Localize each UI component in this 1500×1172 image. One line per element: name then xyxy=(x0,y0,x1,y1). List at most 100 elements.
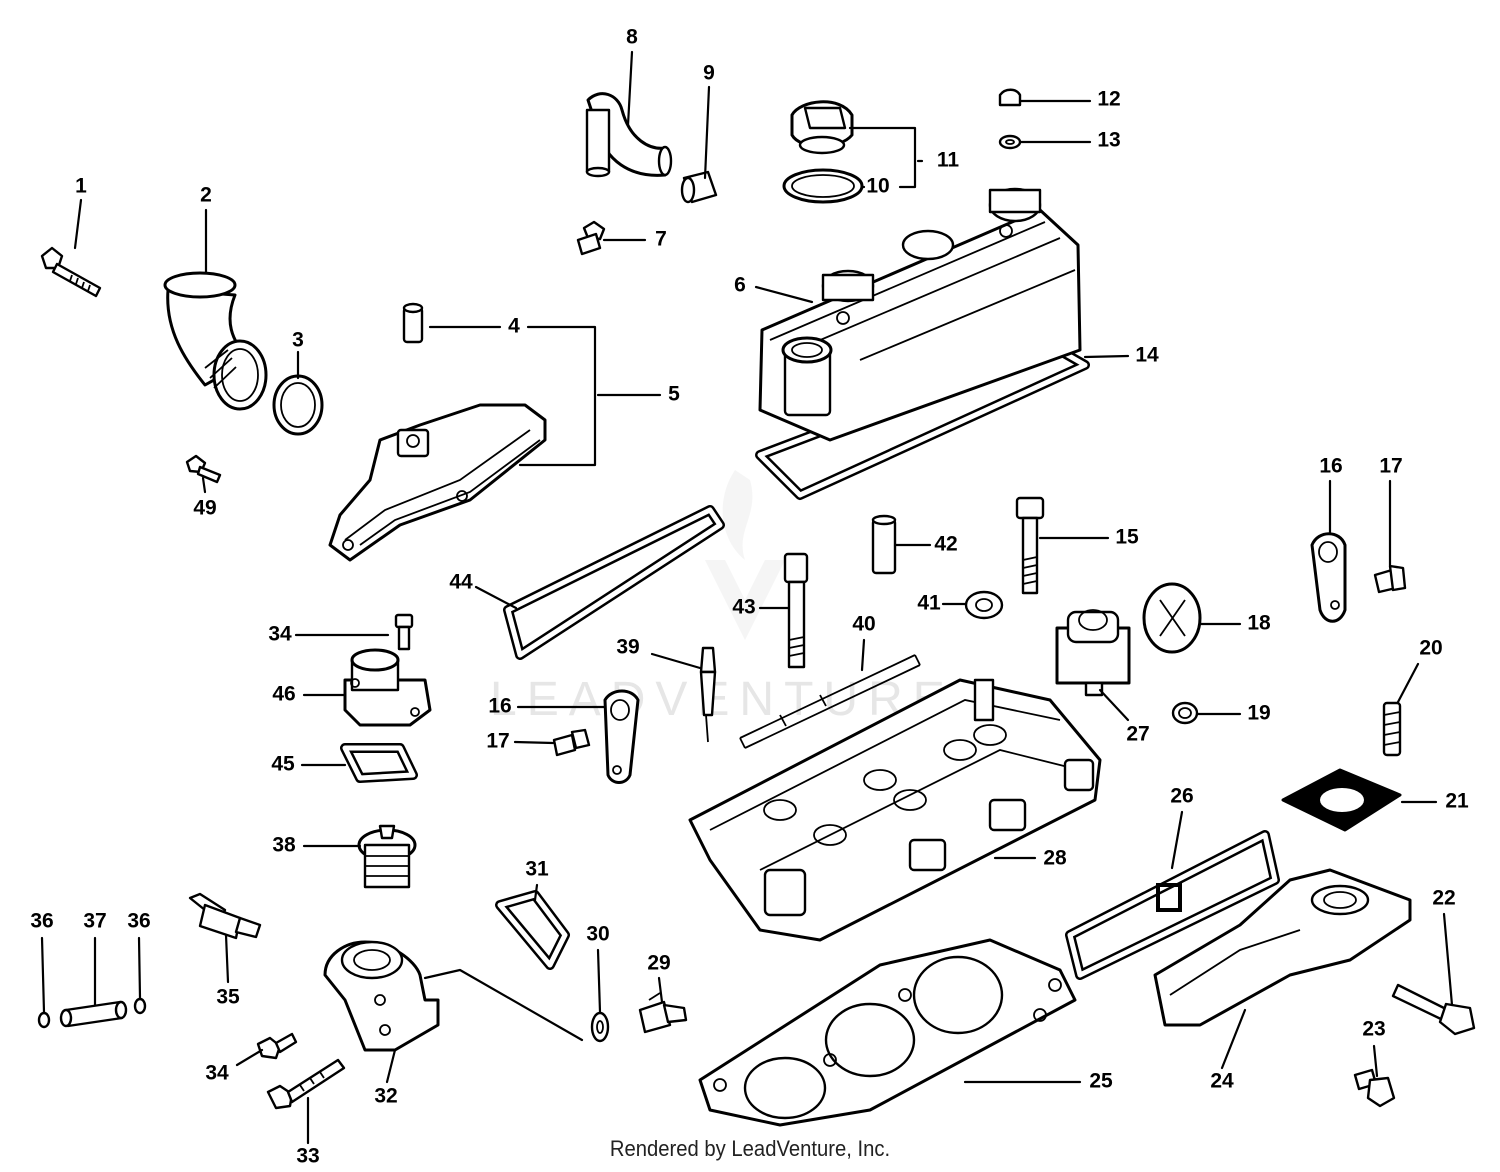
oil-pressure-switch-part xyxy=(188,892,262,940)
callout-11: 11 xyxy=(937,149,960,172)
solenoid-part xyxy=(1055,609,1131,697)
pipe-part xyxy=(59,1000,128,1028)
head-bolt-part xyxy=(1015,496,1045,595)
callout-7: 7 xyxy=(655,228,667,251)
callout-40: 40 xyxy=(852,613,875,636)
callout-45: 45 xyxy=(271,753,295,776)
glow-plug-part xyxy=(699,646,717,743)
watermark-text: LEADVENTURE xyxy=(490,673,955,726)
water-manifold-part xyxy=(328,403,547,562)
callout-42: 42 xyxy=(934,533,957,556)
callout-3: 3 xyxy=(292,329,304,352)
bolt-part xyxy=(576,220,606,256)
lift-plate-part xyxy=(603,689,640,784)
small-bolt-part xyxy=(185,454,222,484)
bolt-part xyxy=(266,1058,346,1110)
callout-16-right: 16 xyxy=(1319,455,1342,478)
bolt-part xyxy=(1353,1068,1396,1108)
callout-43: 43 xyxy=(732,596,755,619)
lift-plate-part xyxy=(1310,532,1347,623)
callout-28: 28 xyxy=(1043,847,1067,870)
water-outlet-gasket-part xyxy=(495,890,570,970)
callout-14: 14 xyxy=(1135,344,1159,367)
temperature-sensor-part xyxy=(638,992,688,1034)
callout-10: 10 xyxy=(866,175,889,198)
callout-31: 31 xyxy=(525,858,549,881)
bolt-part xyxy=(40,246,102,298)
callout-9: 9 xyxy=(703,62,715,85)
footer-credit: Rendered by LeadVenture, Inc. xyxy=(609,1136,891,1161)
callout-22: 22 xyxy=(1432,887,1455,910)
oil-cap-part xyxy=(790,100,854,155)
callout-32: 32 xyxy=(374,1085,397,1108)
callout-46: 46 xyxy=(272,683,295,706)
callout-34-bottom: 34 xyxy=(205,1062,229,1085)
callout-27: 27 xyxy=(1126,723,1149,746)
dowel-part xyxy=(402,302,424,344)
bolt-part xyxy=(552,728,591,757)
callout-39: 39 xyxy=(616,636,639,659)
bolt-part xyxy=(1391,983,1476,1036)
callout-18: 18 xyxy=(1247,612,1271,635)
thermostat-gasket-part xyxy=(340,743,418,783)
stud-bolt-part xyxy=(783,552,809,669)
o-ring-part xyxy=(272,374,324,436)
thermostat-part xyxy=(357,824,417,889)
callout-33: 33 xyxy=(296,1145,319,1168)
valve-cover-part xyxy=(758,187,1082,442)
callout-36-left: 36 xyxy=(30,910,53,933)
plug-part xyxy=(1171,701,1199,725)
fitting-part xyxy=(680,170,718,204)
callout-41: 41 xyxy=(917,592,941,615)
callout-24: 24 xyxy=(1210,1070,1234,1093)
callout-20: 20 xyxy=(1419,637,1442,660)
callout-44: 44 xyxy=(449,571,473,594)
exhaust-manifold-part xyxy=(1153,868,1412,1027)
o-ring-part xyxy=(37,1011,51,1029)
callout-23: 23 xyxy=(1362,1018,1385,1041)
callout-37: 37 xyxy=(83,910,106,933)
manifold-gasket-part xyxy=(503,505,725,660)
callout-13: 13 xyxy=(1097,129,1120,152)
callout-17-left: 17 xyxy=(486,730,509,753)
sealing-washer-part xyxy=(590,1011,610,1043)
water-outlet-part xyxy=(323,940,440,1052)
callout-21: 21 xyxy=(1445,790,1469,813)
callout-8: 8 xyxy=(626,26,638,49)
callout-5: 5 xyxy=(668,383,680,406)
watermark-logo xyxy=(705,470,785,640)
leader-lines xyxy=(40,50,1454,1145)
washer-part xyxy=(998,134,1022,150)
cylinder-head-part xyxy=(688,678,1102,942)
o-ring-part xyxy=(133,997,147,1015)
flange-gasket-part xyxy=(1281,768,1402,832)
callout-35: 35 xyxy=(216,986,240,1009)
cap-nut-part xyxy=(998,88,1022,107)
breather-hose-part xyxy=(585,92,673,178)
retainer-strip-part xyxy=(739,654,921,749)
callout-29: 29 xyxy=(647,952,670,975)
bolt-part xyxy=(394,613,414,651)
stud-part xyxy=(1382,701,1402,757)
bolt-part xyxy=(1373,564,1407,594)
callout-1: 1 xyxy=(75,175,87,198)
callout-26: 26 xyxy=(1170,785,1193,808)
thermostat-housing-part xyxy=(343,648,432,727)
callout-16-left: 16 xyxy=(488,695,511,718)
expansion-plug-part xyxy=(1142,582,1202,654)
callout-2: 2 xyxy=(200,184,212,207)
callout-4: 4 xyxy=(508,315,520,338)
callout-17-right: 17 xyxy=(1379,455,1402,478)
callout-15: 15 xyxy=(1115,526,1139,549)
callout-12: 12 xyxy=(1097,88,1120,111)
seal-washer-part xyxy=(964,590,1004,620)
callout-labels: 1 2 3 4 5 6 7 8 9 10 11 12 13 14 15 16 1… xyxy=(30,26,1469,1168)
callout-30: 30 xyxy=(586,923,609,946)
callout-25: 25 xyxy=(1089,1070,1113,1093)
callout-38: 38 xyxy=(272,834,296,857)
head-gasket-part xyxy=(698,938,1077,1127)
sleeve-part xyxy=(871,514,897,575)
exhaust-gasket-part xyxy=(1065,830,1280,980)
callout-49: 49 xyxy=(193,497,216,520)
